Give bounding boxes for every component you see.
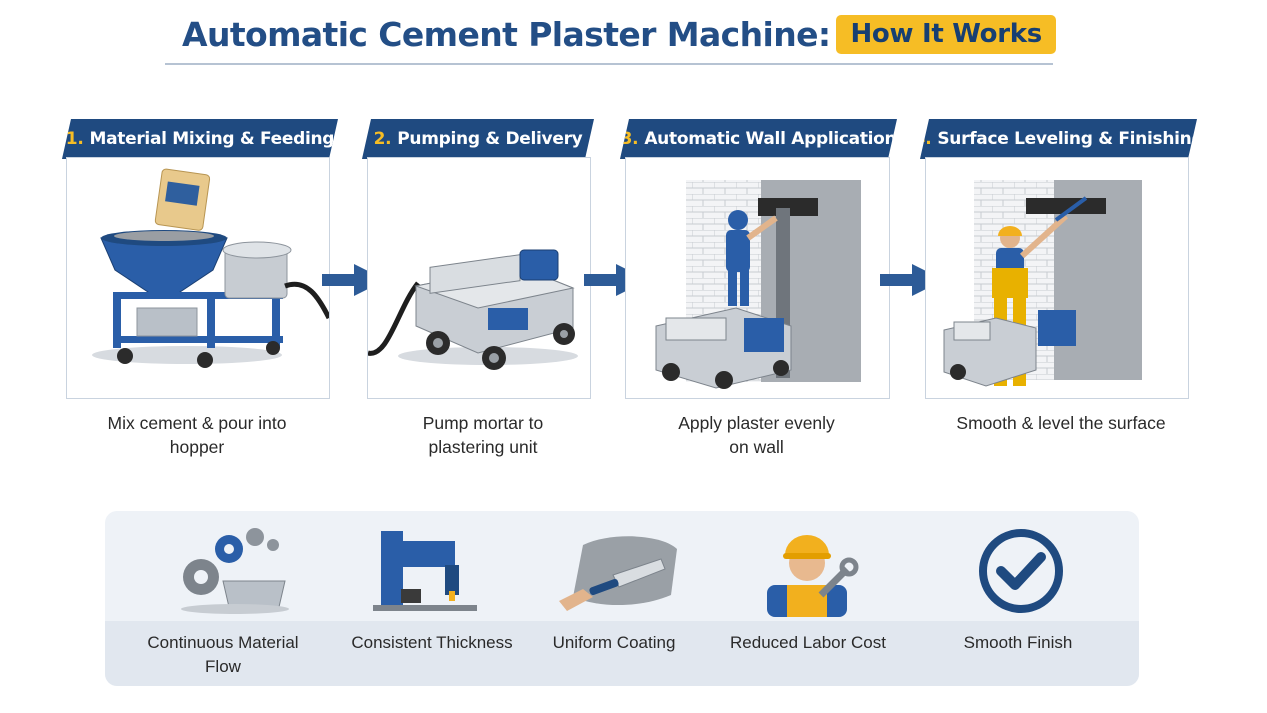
step-3-title: Automatic Wall Application [644,129,897,149]
step-3-header: 3. Automatic Wall Application [620,119,897,159]
surface-finishing-illustration [943,180,1142,387]
step-1-title: Material Mixing & Feeding [89,129,335,149]
step-3-number: 3. [620,129,639,149]
machine-column-icon [373,531,477,611]
worker-wrench-icon [767,535,859,617]
benefit-1-label: Continuous Material Flow [147,633,299,676]
step-2-title: Pumping & Delivery [397,129,583,149]
title-badge: How It Works [836,14,1056,54]
benefit-2-label: Consistent Thickness [351,633,513,652]
title-divider [165,63,1053,65]
step-4-number: 4. [913,129,932,149]
step-2-panel [367,157,591,399]
step-2-caption: Pump mortar to plastering unit [422,413,544,457]
gears-mixer-icon [181,528,289,614]
step-4-header: 4. Surface Leveling & Finishing [920,119,1197,159]
step-1-caption: Mix cement & pour into hopper [107,413,287,457]
benefits-panel: Continuous Material Flow Consistent Thic… [105,511,1139,686]
mixer-hopper-illustration [92,168,329,368]
step-2-header: 2. Pumping & Delivery [362,119,594,159]
step-2-number: 2. [373,129,392,149]
benefit-4-label: Reduced Labor Cost [730,633,886,652]
step-4-title: Surface Leveling & Finishing [937,129,1204,149]
page-title: Automatic Cement Plaster Machine: How It… [182,12,1056,56]
pump-unit-illustration [368,249,578,370]
step-4-panel [925,157,1189,399]
step-1-header: 1. Material Mixing & Feeding [62,119,338,159]
step-3-panel [625,157,890,399]
benefits-label-band [105,621,1139,686]
wall-application-illustration [655,180,861,389]
benefit-5-label: Smooth Finish [963,633,1073,652]
trowel-icon [559,536,677,611]
step-1-number: 1. [65,129,84,149]
step-3-caption: Apply plaster evenly on wall [678,413,835,457]
title-main: Automatic Cement Plaster Machine: [182,14,831,54]
step-4-caption: Smooth & level the surface [956,413,1166,433]
step-1-panel [66,157,330,399]
check-circle-icon [979,529,1063,613]
benefit-3-label: Uniform Coating [552,633,676,652]
